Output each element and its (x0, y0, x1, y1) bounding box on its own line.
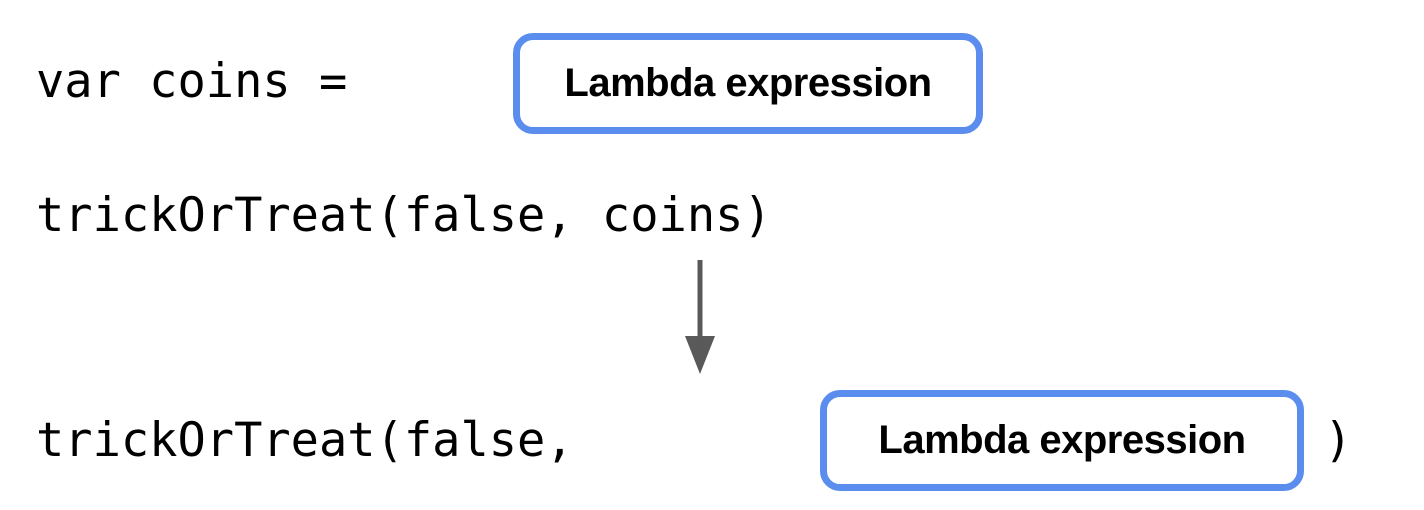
arrow-head (685, 336, 715, 374)
lambda-expression-chip-assignment[interactable]: Lambda expression (513, 33, 983, 134)
line1-code-text: var coins = (36, 54, 376, 109)
lambda-expression-chip-argument[interactable]: Lambda expression (820, 390, 1304, 491)
lambda-expression-chip-label: Lambda expression (564, 61, 932, 105)
lambda-expression-chip-label: Lambda expression (878, 418, 1246, 462)
line2-code-text: trickOrTreat(false, coins) (36, 188, 772, 243)
line3-code-suffix-text: ) (1324, 413, 1353, 468)
transformation-arrow-icon (685, 260, 715, 374)
line3-code-prefix-text: trickOrTreat(false, (36, 413, 602, 468)
